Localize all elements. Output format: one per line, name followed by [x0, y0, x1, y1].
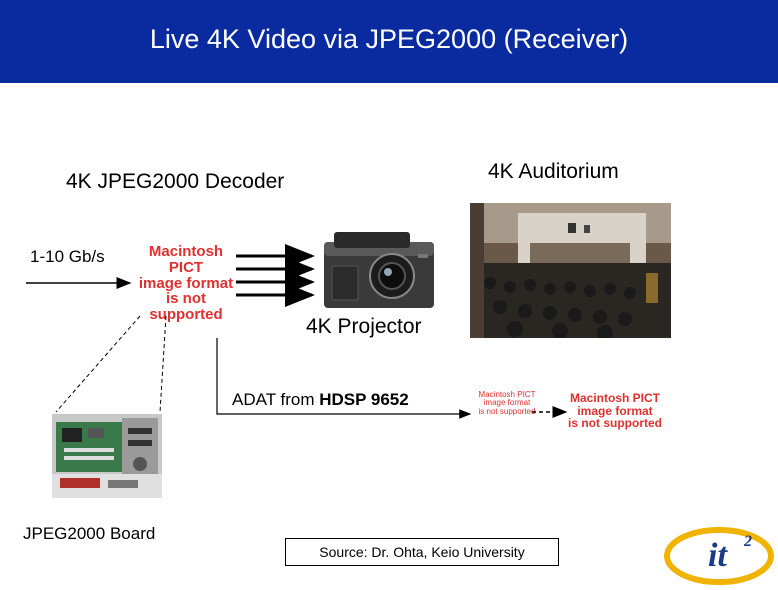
slide-title: Live 4K Video via JPEG2000 (Receiver)	[149, 24, 629, 54]
logo-text: it	[708, 537, 728, 574]
auditorium-label: 4K Auditorium	[488, 160, 619, 183]
title-bar	[0, 0, 778, 83]
auditorium-image	[470, 203, 671, 338]
source-citation: Source: Dr. Ohta, Keio University	[285, 538, 559, 566]
bandwidth-label: 1-10 Gb/s	[30, 247, 105, 266]
board-label: JPEG2000 Board	[23, 524, 156, 543]
audio-image-placeholder-large: Macintosh PICT image format is not suppo…	[568, 391, 662, 431]
projector-label: 4K Projector	[306, 315, 422, 338]
jpeg2000-board-image	[52, 414, 162, 498]
decoder-image-placeholder: Macintosh PICT image format is not suppo…	[138, 243, 234, 323]
decoder-label: 4K JPEG2000 Decoder	[66, 170, 285, 193]
logo-superscript: 2	[743, 533, 752, 550]
adat-prefix: ADAT from	[232, 390, 320, 409]
audio-image-placeholder-small: Macintosh PICT image format is not suppo…	[478, 390, 536, 416]
projector-image	[324, 232, 434, 308]
adat-label: ADAT from HDSP 9652	[232, 390, 409, 410]
adat-device: HDSP 9652	[319, 390, 409, 409]
it2-logo: it 2	[664, 527, 774, 585]
